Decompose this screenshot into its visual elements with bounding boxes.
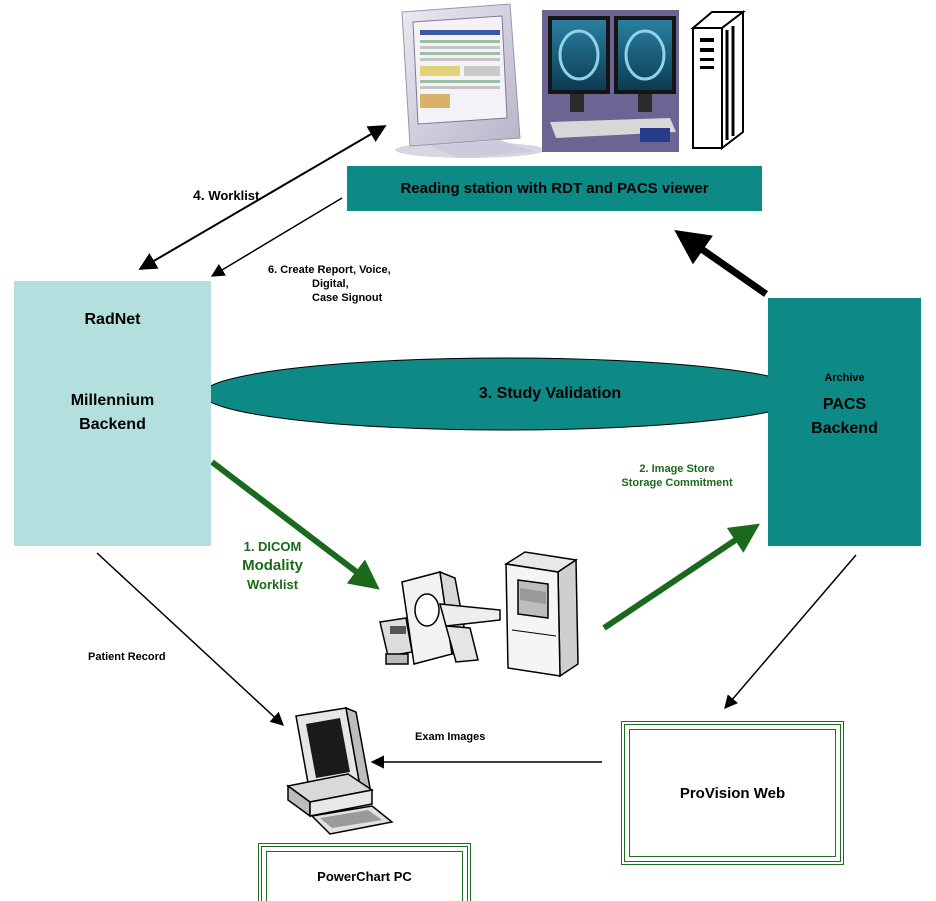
provision-web-label: ProVision Web — [629, 729, 836, 857]
worklist-arrow — [138, 125, 387, 270]
image-store-line2: Storage Commitment — [621, 477, 733, 489]
pacs-backend-box: Archive PACS Backend — [768, 298, 921, 546]
exam-images-label: Exam Images — [415, 731, 486, 743]
radnet-title: RadNet — [84, 311, 141, 328]
image-store-line1: 2. Image Store — [639, 463, 715, 475]
create-report-label: 6. Create Report, Voice, Digital, Case S… — [268, 263, 438, 305]
ct-scanner-illustration — [379, 570, 501, 665]
create-report-arrow — [210, 197, 343, 277]
pacs-backend-label: Backend — [811, 420, 878, 437]
worklist-label: 4. Worklist — [193, 187, 259, 203]
crt-monitor-illustration — [395, 3, 545, 158]
archive-label: Archive — [824, 372, 865, 384]
dicom-line2: Modality — [242, 557, 303, 574]
study-validation-label: 3. Study Validation — [478, 385, 622, 402]
powerchart-pc-label: PowerChart PC — [266, 851, 463, 901]
worklist-text: Worklist — [208, 188, 260, 203]
dicom-worklist-arrow — [210, 459, 380, 590]
tower-pc-illustration — [690, 9, 746, 151]
provision-web-box: ProVision Web — [621, 721, 844, 865]
dicom-line3: Worklist — [246, 577, 299, 592]
create-report-line3: Case Signout — [312, 292, 383, 304]
radnet-millennium-label: Millennium — [70, 392, 155, 409]
radnet-backend-label: Backend — [79, 416, 146, 433]
patient-record-arrow — [96, 552, 284, 726]
worklist-number: 4. — [193, 187, 205, 203]
mri-cabinet-illustration — [503, 551, 579, 678]
reading-station-box: Reading station with RDT and PACS viewer — [347, 166, 762, 211]
create-report-line2: Digital, — [312, 278, 349, 290]
patient-record-label: Patient Record — [88, 651, 166, 663]
powerchart-pc-illustration — [286, 706, 394, 835]
dual-monitor-photo — [542, 10, 679, 152]
pacs-label: PACS — [822, 396, 867, 413]
image-store-label: 2. Image Store Storage Commitment — [582, 462, 772, 490]
pacs-to-provision-arrow — [724, 554, 857, 710]
radnet-millennium-box: RadNet Millennium Backend — [14, 281, 211, 546]
pacs-to-reading-arrow — [674, 229, 769, 297]
reading-station-label: Reading station with RDT and PACS viewer — [400, 180, 709, 197]
dicom-line1: 1. DICOM — [243, 539, 302, 554]
dicom-worklist-label: 1. DICOM Modality Worklist — [220, 537, 325, 594]
create-report-line1: 6. Create Report, Voice, — [268, 264, 391, 276]
image-store-arrow — [602, 523, 760, 631]
powerchart-pc-box: PowerChart PC — [258, 843, 471, 901]
